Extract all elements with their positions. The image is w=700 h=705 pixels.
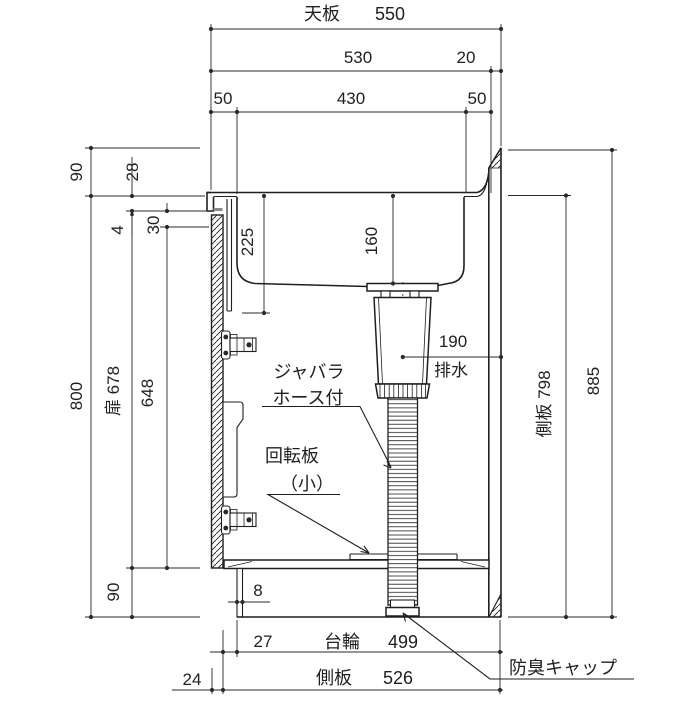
flexible-hose [387, 397, 419, 606]
dim-4: 4 [108, 225, 127, 234]
dim-20: 20 [457, 48, 476, 67]
odor-cap-leader-arrow [402, 612, 411, 622]
dim-225: 225 [238, 228, 257, 256]
dim-side-798: 側板 798 [535, 370, 554, 437]
odor-cap [385, 606, 420, 617]
drain-cup [373, 296, 432, 385]
dimension-lines: 天板 550 530 20 50 430 50 90 800 28 4 30 [67, 4, 617, 694]
dim-27: 27 [254, 632, 273, 651]
label-drain: 排水 [434, 361, 468, 380]
label-hose-line1: ジャバラ [273, 362, 344, 382]
drain-flange [366, 282, 439, 292]
back-panel-top-cut [488, 146, 502, 169]
dim-190: 190 [439, 332, 467, 351]
label-rotating-board: 回転板 [265, 446, 319, 466]
dim-526: 526 [383, 668, 413, 688]
dim-tenban-550: 550 [375, 4, 405, 24]
door-back-rail [222, 401, 244, 498]
dim-daiwa-label: 台輪 [324, 632, 360, 652]
label-odor-cap: 防臭キャップ [509, 658, 617, 678]
dim-24: 24 [183, 670, 202, 689]
dim-sokuban-label: 側板 [316, 668, 352, 688]
drain-assembly [366, 282, 439, 617]
dim-800: 800 [67, 382, 86, 410]
dim-90-bottom: 90 [104, 583, 123, 602]
dim-530: 530 [344, 48, 372, 67]
dim-28: 28 [123, 163, 142, 182]
dim-30: 30 [144, 216, 163, 235]
dim-50-left: 50 [214, 89, 233, 108]
dim-90-top: 90 [67, 163, 86, 182]
hinge-bottom [220, 505, 257, 535]
back-panel-bottom-cut [488, 593, 502, 618]
sink-left-apron [226, 199, 233, 312]
dim-499: 499 [388, 632, 418, 652]
cabinet-floor [223, 559, 490, 570]
dim-door-678: 扉 678 [104, 366, 123, 416]
dim-160: 160 [362, 227, 381, 255]
dim-885: 885 [584, 367, 603, 395]
label-hose-line2: ホース付 [272, 388, 343, 408]
hose-leader-arrow [383, 460, 392, 469]
rotating-board-leader-arrow [360, 545, 370, 554]
dim-648: 648 [138, 379, 157, 407]
dim-430: 430 [337, 89, 365, 108]
label-rotating-board-small: （小） [280, 474, 334, 494]
dim-50-right: 50 [468, 89, 487, 108]
callouts: ジャバラ ホース付 回転板 （小） 防臭キャップ [262, 362, 634, 680]
toe-kick-board [236, 567, 244, 618]
dim-8: 8 [253, 581, 262, 600]
dim-tenban-label: 天板 [304, 4, 340, 24]
cabinet-structure [206, 146, 502, 618]
counter-front-edge [206, 191, 215, 212]
sink-bowl [226, 197, 465, 312]
door-panel [210, 214, 224, 569]
hinge-top [220, 330, 257, 360]
